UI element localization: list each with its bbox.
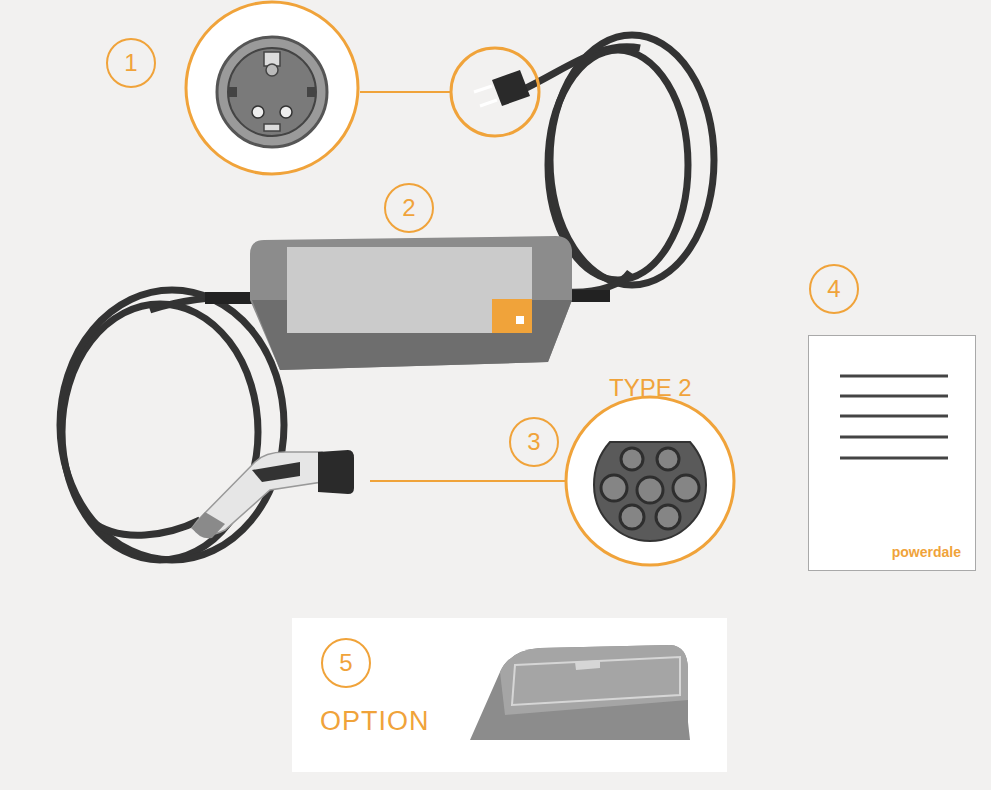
option-panel: OPTION 5	[292, 618, 727, 772]
manual-page	[808, 335, 976, 571]
callout-number-text: 2	[402, 196, 415, 220]
wall-holder	[470, 645, 690, 740]
plug	[451, 48, 539, 136]
option-panel	[292, 618, 727, 772]
callout-number: 2	[384, 183, 434, 233]
callout-number: 5	[321, 638, 371, 688]
manual-document: powerdale	[808, 335, 976, 571]
option-label: OPTION	[320, 706, 430, 737]
callout-number-text: 5	[339, 651, 352, 675]
type2-socket	[566, 397, 734, 565]
connector-type-label: TYPE 2	[609, 374, 692, 402]
brand-name: powerdale	[892, 544, 961, 560]
schuko-socket	[186, 2, 358, 174]
type2-connector	[192, 450, 354, 538]
callout-number-text: 1	[124, 51, 137, 75]
callout-number: 3	[509, 417, 559, 467]
manual-lines	[840, 376, 948, 458]
cable	[60, 35, 714, 560]
callout-number: 1	[106, 38, 156, 88]
leader-line	[360, 91, 450, 93]
callout-number: 4	[809, 264, 859, 314]
leader-line	[370, 480, 565, 482]
control-box	[205, 236, 610, 370]
callout-number-text: 3	[527, 430, 540, 454]
callout-number-text: 4	[827, 277, 840, 301]
